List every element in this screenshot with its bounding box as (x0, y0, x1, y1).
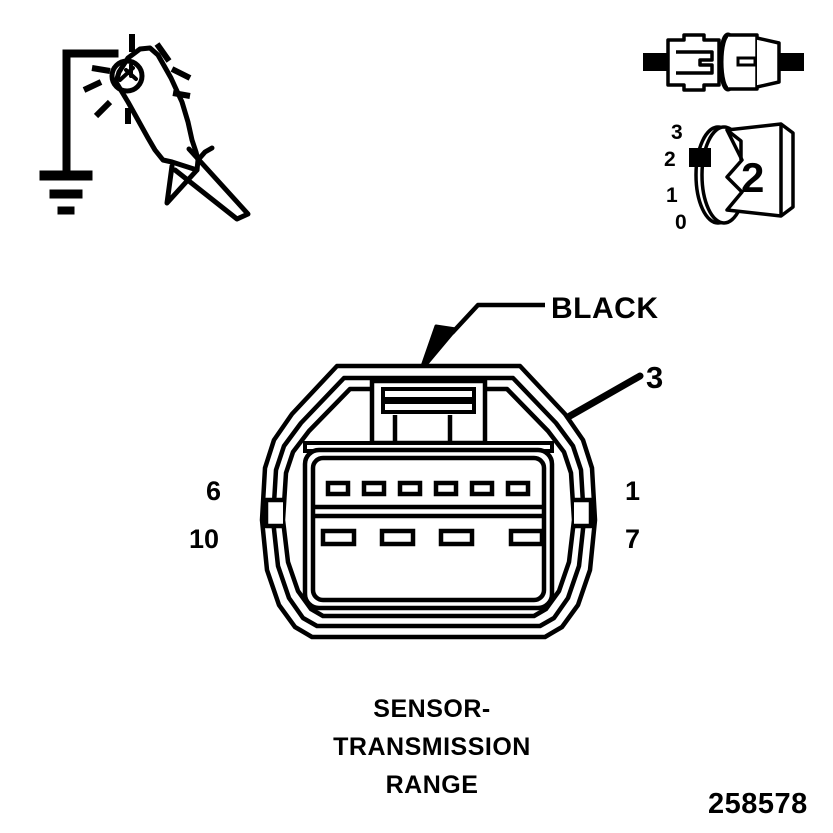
dial-scale-label-0: 0 (675, 211, 687, 234)
ground-symbol-icon (39, 49, 119, 215)
black-wire-label: BLACK (551, 292, 659, 325)
probe-light-rays-icon (82, 34, 192, 124)
sensor-connector-diagram (259, 363, 598, 640)
connector-top-row-cavities (325, 480, 531, 497)
dial-selected-value: 2 (741, 154, 765, 201)
dial-scale-label-1: 1 (666, 184, 678, 207)
probe-lamp-icon (109, 58, 145, 94)
pin-label-bottom-right: 7 (625, 524, 641, 554)
black-wire-leader-line (418, 302, 545, 374)
cavity-3-label: 3 (646, 360, 664, 395)
connector-bottom-row-cavities (320, 528, 545, 547)
pin-label-top-right: 1 (625, 476, 641, 506)
figure-caption: SENSOR- TRANSMISSION RANGE (249, 690, 615, 804)
pin-label-bottom-left: 10 (189, 524, 220, 554)
caption-line-3: RANGE (385, 771, 479, 799)
dial-scale-label-3: 3 (671, 121, 683, 144)
inline-connector-pair-icon (643, 32, 804, 92)
caption-line-2: TRANSMISSION (333, 733, 531, 761)
pin-label-top-left: 6 (206, 476, 222, 506)
dial-scale-label-2: 2 (664, 148, 676, 171)
test-light-probe-icon (113, 45, 251, 222)
probe-lamp-filament-icon (118, 63, 138, 82)
rotary-dial-icon (689, 122, 795, 225)
caption-line-1: SENSOR- (373, 695, 491, 723)
part-number: 258578 (708, 788, 808, 820)
